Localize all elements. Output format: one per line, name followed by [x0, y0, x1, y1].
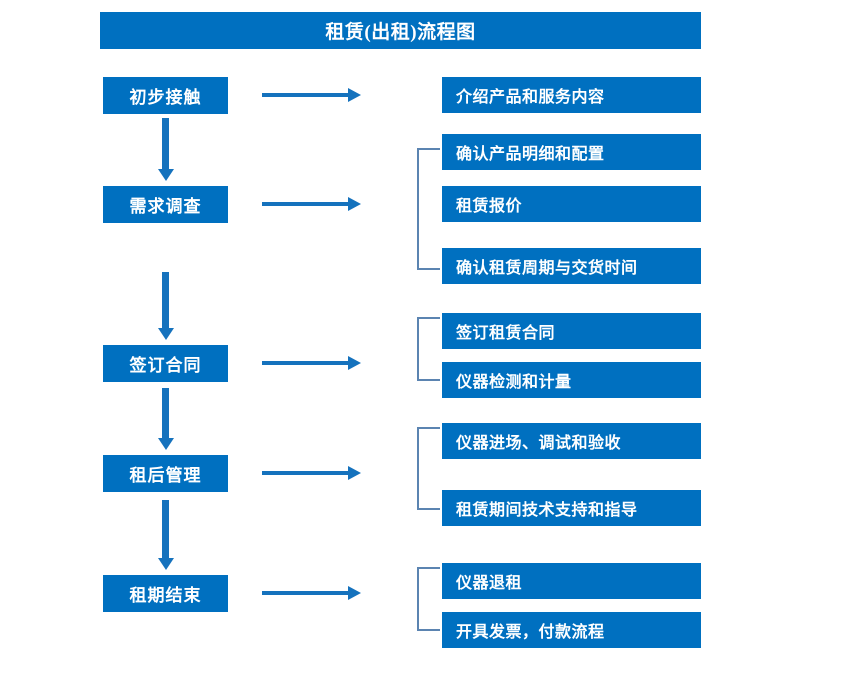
stage-box-rental-end[interactable]: 租期结束	[103, 575, 228, 612]
vertical-arrow-mgmt-to-end	[158, 500, 174, 570]
vertical-arrow-contract-to-mgmt	[158, 388, 174, 450]
arrow-head	[348, 466, 361, 480]
group-bracket-post-rental-mgmt	[417, 427, 440, 510]
horizontal-arrow-sign-contract	[262, 356, 361, 370]
arrow-shaft	[262, 93, 350, 97]
arrow-shaft	[162, 388, 169, 438]
detail-box-confirm-product-details[interactable]: 确认产品明细和配置	[442, 134, 701, 170]
stage-box-sign-contract[interactable]: 签订合同	[103, 345, 228, 382]
detail-box-invoice-payment[interactable]: 开具发票，付款流程	[442, 612, 701, 648]
horizontal-arrow-rental-end	[262, 586, 361, 600]
arrow-head	[158, 328, 174, 340]
stage-box-post-rental-mgmt[interactable]: 租后管理	[103, 455, 228, 492]
horizontal-arrow-post-rental-mgmt	[262, 466, 361, 480]
detail-box-introduce-products[interactable]: 介绍产品和服务内容	[442, 77, 701, 113]
detail-box-confirm-period-delivery[interactable]: 确认租赁周期与交货时间	[442, 248, 701, 284]
horizontal-arrow-needs-survey	[262, 197, 361, 211]
arrow-shaft	[262, 361, 350, 365]
stage-box-initial-contact[interactable]: 初步接触	[103, 77, 228, 114]
detail-box-rental-quote[interactable]: 租赁报价	[442, 186, 701, 222]
arrow-shaft	[162, 272, 169, 328]
detail-box-sign-rental-contract[interactable]: 签订租赁合同	[442, 313, 701, 349]
group-bracket-needs-survey	[417, 148, 440, 270]
arrow-shaft	[262, 471, 350, 475]
detail-box-instrument-onsite[interactable]: 仪器进场、调试和验收	[442, 423, 701, 459]
arrow-head	[348, 586, 361, 600]
arrow-head	[348, 356, 361, 370]
arrow-head	[348, 197, 361, 211]
detail-box-instrument-return[interactable]: 仪器退租	[442, 563, 701, 599]
vertical-arrow-contact-to-survey	[158, 118, 174, 181]
horizontal-arrow-initial-contact	[262, 88, 361, 102]
arrow-head	[158, 438, 174, 450]
group-bracket-rental-end	[417, 567, 440, 631]
arrow-shaft	[262, 202, 350, 206]
diagram-title: 租赁(出租)流程图	[100, 12, 701, 49]
detail-box-instrument-inspection[interactable]: 仪器检测和计量	[442, 362, 701, 398]
vertical-arrow-survey-to-contract	[158, 272, 174, 340]
arrow-shaft	[162, 500, 169, 558]
arrow-head	[348, 88, 361, 102]
detail-box-technical-support[interactable]: 租赁期间技术支持和指导	[442, 490, 701, 526]
arrow-shaft	[162, 118, 169, 169]
group-bracket-sign-contract	[417, 317, 440, 381]
arrow-head	[158, 169, 174, 181]
arrow-shaft	[262, 591, 350, 595]
arrow-head	[158, 558, 174, 570]
stage-box-needs-survey[interactable]: 需求调查	[103, 186, 228, 223]
